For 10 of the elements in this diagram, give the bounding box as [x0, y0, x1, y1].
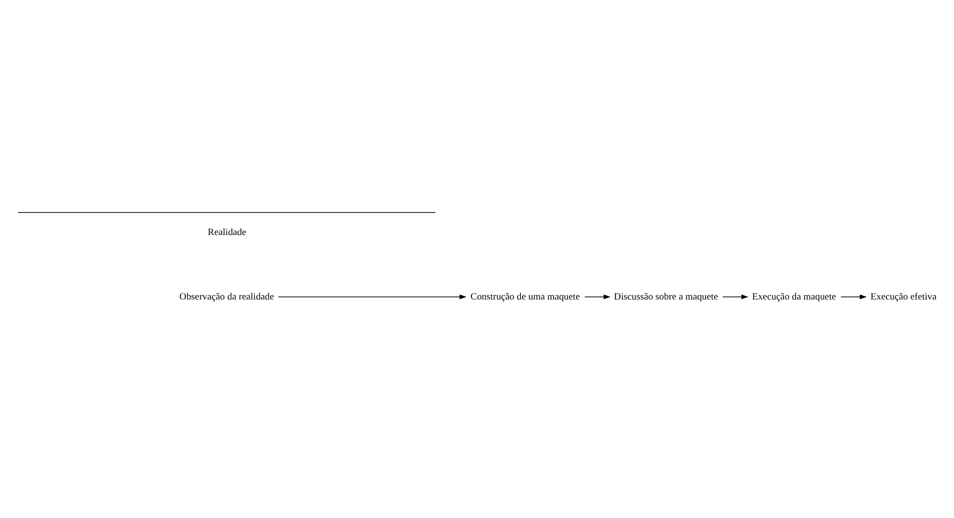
- node-text: Execução da maquete: [752, 290, 836, 302]
- label: Realidade: [208, 226, 246, 238]
- arrow: [584, 294, 611, 299]
- node-text: Discussão sobre a maquete: [614, 290, 718, 302]
- node-text: Construção de uma maquete: [470, 290, 580, 302]
- arrow: [278, 294, 466, 299]
- node-text: Observação da realidade: [179, 290, 274, 302]
- arrow: [722, 294, 748, 299]
- arrow: [840, 294, 867, 299]
- node-text: Execução efetiva: [870, 290, 937, 302]
